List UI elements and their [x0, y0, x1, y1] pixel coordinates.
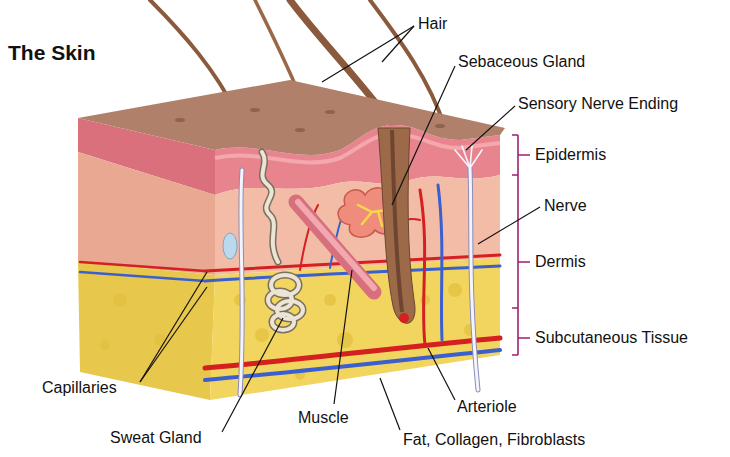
skin-side-face: [78, 152, 215, 275]
layer-bracket: [517, 135, 519, 355]
blood-vessel: [80, 185, 500, 380]
layer-label: Epidermis: [535, 145, 606, 164]
skin-surface: [250, 108, 260, 112]
leader-line: [334, 270, 352, 404]
leader-line: [382, 26, 414, 62]
sweat-gland: [262, 152, 303, 330]
leader-line: [140, 272, 207, 382]
part-label: Capillaries: [42, 378, 117, 397]
sweat-gland: [262, 152, 278, 262]
leader-line: [466, 106, 515, 150]
receptor-capsule: [223, 233, 237, 259]
leader-line: [140, 26, 540, 432]
hair-follicle: [399, 313, 409, 323]
leader-line: [380, 378, 400, 430]
fat-texture: [337, 332, 353, 348]
leader-line: [392, 66, 455, 205]
nerve-fiber: [240, 170, 242, 395]
fat-texture: [324, 294, 336, 306]
nerve-fiber: [455, 146, 482, 168]
sweat-gland: [262, 152, 303, 330]
part-label: Sweat Gland: [110, 428, 202, 447]
sweat-gland: [272, 314, 294, 330]
skin-surface: [78, 80, 505, 155]
leader-line: [140, 287, 207, 382]
nerve-fiber: [240, 170, 242, 395]
leader-line: [222, 318, 283, 432]
layer-bracket: [512, 135, 518, 355]
blood-vessel: [438, 185, 442, 340]
leader-line: [322, 26, 414, 82]
layer-bracket: [512, 135, 530, 355]
part-label: Sensory Nerve Ending: [518, 94, 678, 113]
hair-follicle: [378, 128, 415, 323]
skin-layers: [210, 125, 500, 400]
fat-texture: [154, 334, 166, 346]
nerve-fiber: [470, 168, 478, 390]
nerve-fiber: [470, 168, 478, 390]
skin-side-face: [78, 118, 215, 400]
layer-label: Dermis: [535, 252, 586, 271]
blood-vessel: [80, 262, 205, 271]
leader-line: [478, 207, 540, 244]
fat-texture: [100, 340, 110, 350]
skin-surface: [78, 80, 505, 155]
nerve-fiber: [240, 146, 482, 395]
sweat-gland: [262, 152, 303, 330]
part-label: Fat, Collagen, Fibroblasts: [403, 430, 585, 449]
fat-texture: [113, 293, 127, 307]
leader-line: [428, 348, 455, 400]
layer-bracket: [518, 155, 530, 338]
skin-surface: [295, 128, 305, 132]
part-label: Arteriole: [457, 397, 517, 416]
skin-layers: [215, 175, 500, 275]
skin-surface: [325, 110, 335, 114]
blood-vessel: [205, 350, 500, 380]
skin-surface: [435, 124, 445, 128]
fat-texture: [255, 328, 269, 342]
part-label: Nerve: [544, 196, 587, 215]
part-label: Hair: [418, 14, 447, 33]
blood-vessel: [420, 190, 425, 345]
part-label: Sebaceous Gland: [458, 52, 585, 71]
skin-surface: [175, 118, 185, 122]
hair-follicle: [378, 128, 415, 323]
fat-texture: [100, 283, 476, 380]
hair-follicle: [392, 130, 402, 312]
blood-vessel: [80, 272, 205, 281]
part-label: Muscle: [298, 408, 349, 427]
layer-label: Subcutaneous Tissue: [535, 328, 688, 347]
fat-texture: [448, 283, 462, 297]
diagram-title: The Skin: [8, 40, 96, 65]
sweat-gland: [262, 152, 278, 262]
